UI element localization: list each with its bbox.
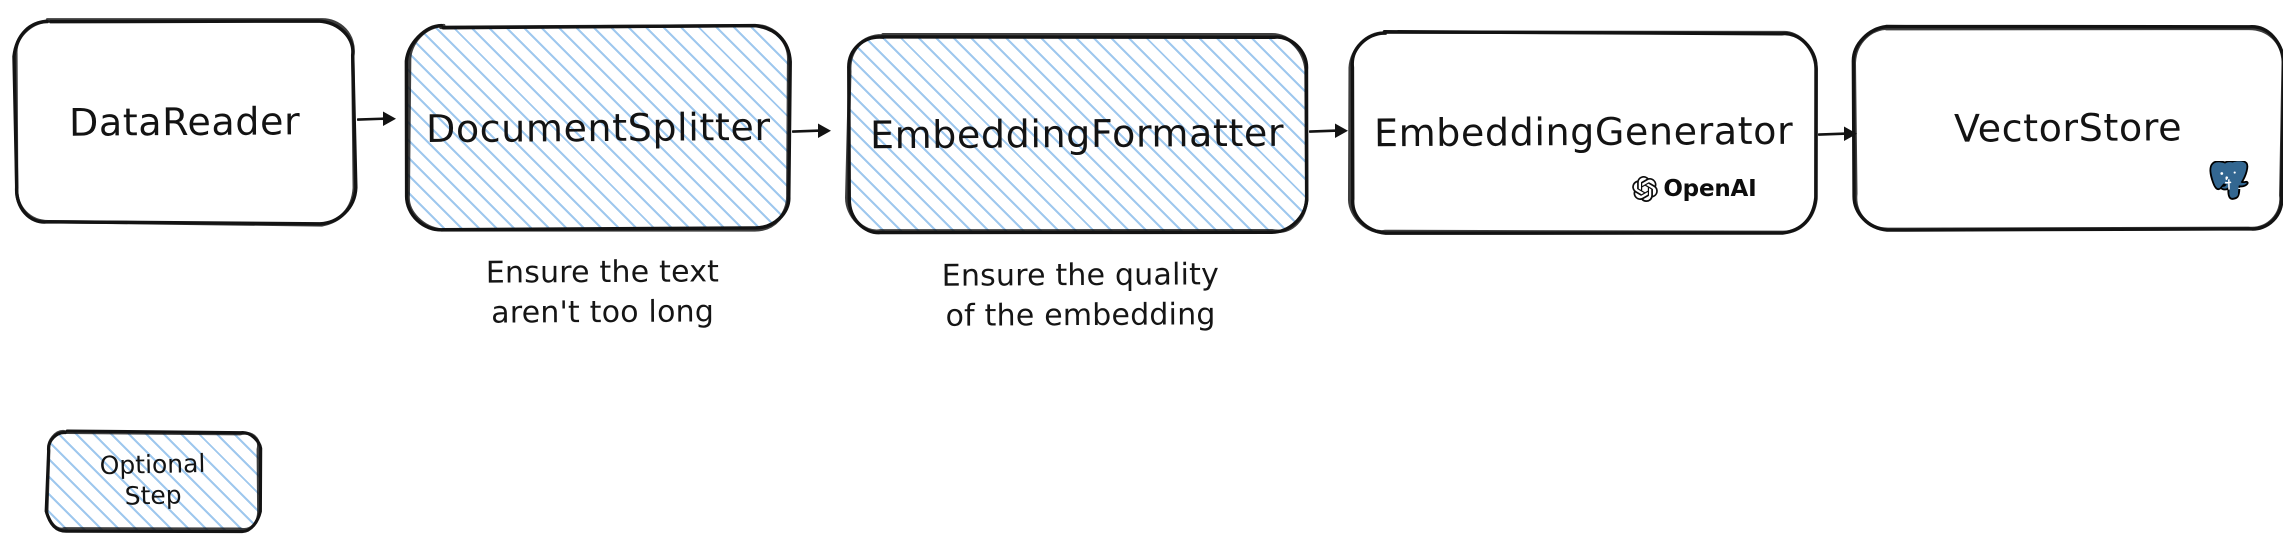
node-embedding-formatter[interactable]: EmbeddingFormatter <box>845 32 1309 234</box>
node-document-splitter[interactable]: DocumentSplitter <box>404 23 792 232</box>
node-data-reader[interactable]: DataReader <box>12 17 358 227</box>
legend-label: Optional Step <box>99 449 207 512</box>
brand-postgresql <box>2205 160 2249 205</box>
openai-logo-icon <box>1632 175 1659 202</box>
node-label: EmbeddingGenerator <box>1373 109 1794 156</box>
arrow-embedding-generator-to-vector-store <box>1818 120 1858 152</box>
legend-optional-step: Optional Step <box>44 428 262 533</box>
arrow-embedding-formatter-to-embedding-generator <box>1309 117 1349 149</box>
arrow-data-reader-to-document-splitter <box>356 105 397 137</box>
caption-embedding-formatter: Ensure the quality of the embedding <box>941 257 1219 334</box>
node-label: DocumentSplitter <box>425 104 771 152</box>
node-embedding-generator[interactable]: EmbeddingGenerator <box>1348 29 1819 235</box>
caption-document-splitter: Ensure the text aren't too long <box>485 254 720 331</box>
node-label: EmbeddingFormatter <box>870 110 1285 158</box>
postgresql-elephant-icon <box>2209 160 2249 200</box>
brand-name: OpenAI <box>1663 175 1757 202</box>
arrow-document-splitter-to-embedding-formatter <box>791 117 832 149</box>
node-label: DataReader <box>68 99 301 145</box>
node-label: VectorStore <box>1954 105 2183 151</box>
brand-openai: OpenAI <box>1632 175 1757 202</box>
